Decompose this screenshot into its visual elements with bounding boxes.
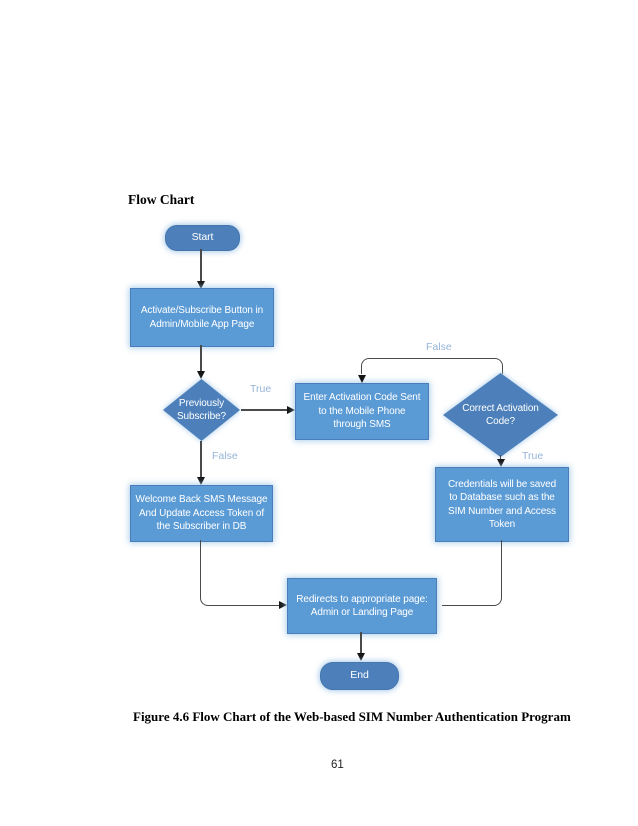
connector-start-activate: [200, 249, 202, 282]
flowchart-node-credentials: Credentials will be saved to Database su…: [435, 467, 569, 542]
arrowhead-decision1-welcome: [197, 477, 205, 485]
connector-activate-decision1: [200, 345, 202, 372]
connector-credentials-redirects: [442, 540, 502, 606]
flowchart-node-activate-subscribe: Activate/Subscribe Button in Admin/Mobil…: [130, 288, 274, 347]
connector-welcome-redirects: [200, 540, 281, 606]
flowchart-node-start: Start: [165, 225, 240, 251]
arrowhead-falseloop-entercode: [358, 375, 366, 383]
arrowhead-activate-decision1: [197, 371, 205, 379]
flowchart-node-enter-code: Enter Activation Code Sent to the Mobile…: [295, 383, 429, 440]
branch-label-true-2: True: [522, 450, 544, 462]
branch-label-false-1: False: [212, 450, 238, 462]
connector-redirects-end: [360, 632, 362, 654]
connector-decision2-credentials: [499, 455, 502, 461]
flowchart-decision-previously-subscribe: Previously Subscribe?: [163, 379, 240, 441]
figure-caption: Figure 4.6 Flow Chart of the Web-based S…: [133, 709, 571, 724]
flowchart-decision-correct-code: Correct Activation Code?: [443, 373, 558, 457]
flowchart-node-welcome-back: Welcome Back SMS Message And Update Acce…: [130, 485, 273, 542]
branch-label-true-1: True: [250, 383, 272, 395]
page-number: 61: [331, 759, 344, 771]
section-heading: Flow Chart: [128, 192, 195, 207]
branch-label-false-2: False: [426, 341, 452, 353]
flowchart-node-redirects: Redirects to appropriate page: Admin or …: [287, 578, 437, 634]
connector-decision1-welcome: [200, 441, 202, 478]
flowchart-node-end: End: [320, 662, 399, 690]
arrowhead-start-activate: [197, 281, 205, 289]
decision-correct-code-label: Correct Activation Code?: [443, 373, 558, 457]
connector-decision1-entercode: [241, 409, 288, 411]
connector-falseloop-decision2-entercode: [361, 358, 504, 374]
arrowhead-decision1-entercode: [287, 406, 295, 415]
arrowhead-redirects-end: [357, 653, 365, 661]
decision-previously-subscribe-label: Previously Subscribe?: [163, 379, 240, 441]
arrowhead-welcome-redirects: [279, 601, 287, 609]
arrowhead-decision2-credentials: [496, 459, 505, 467]
